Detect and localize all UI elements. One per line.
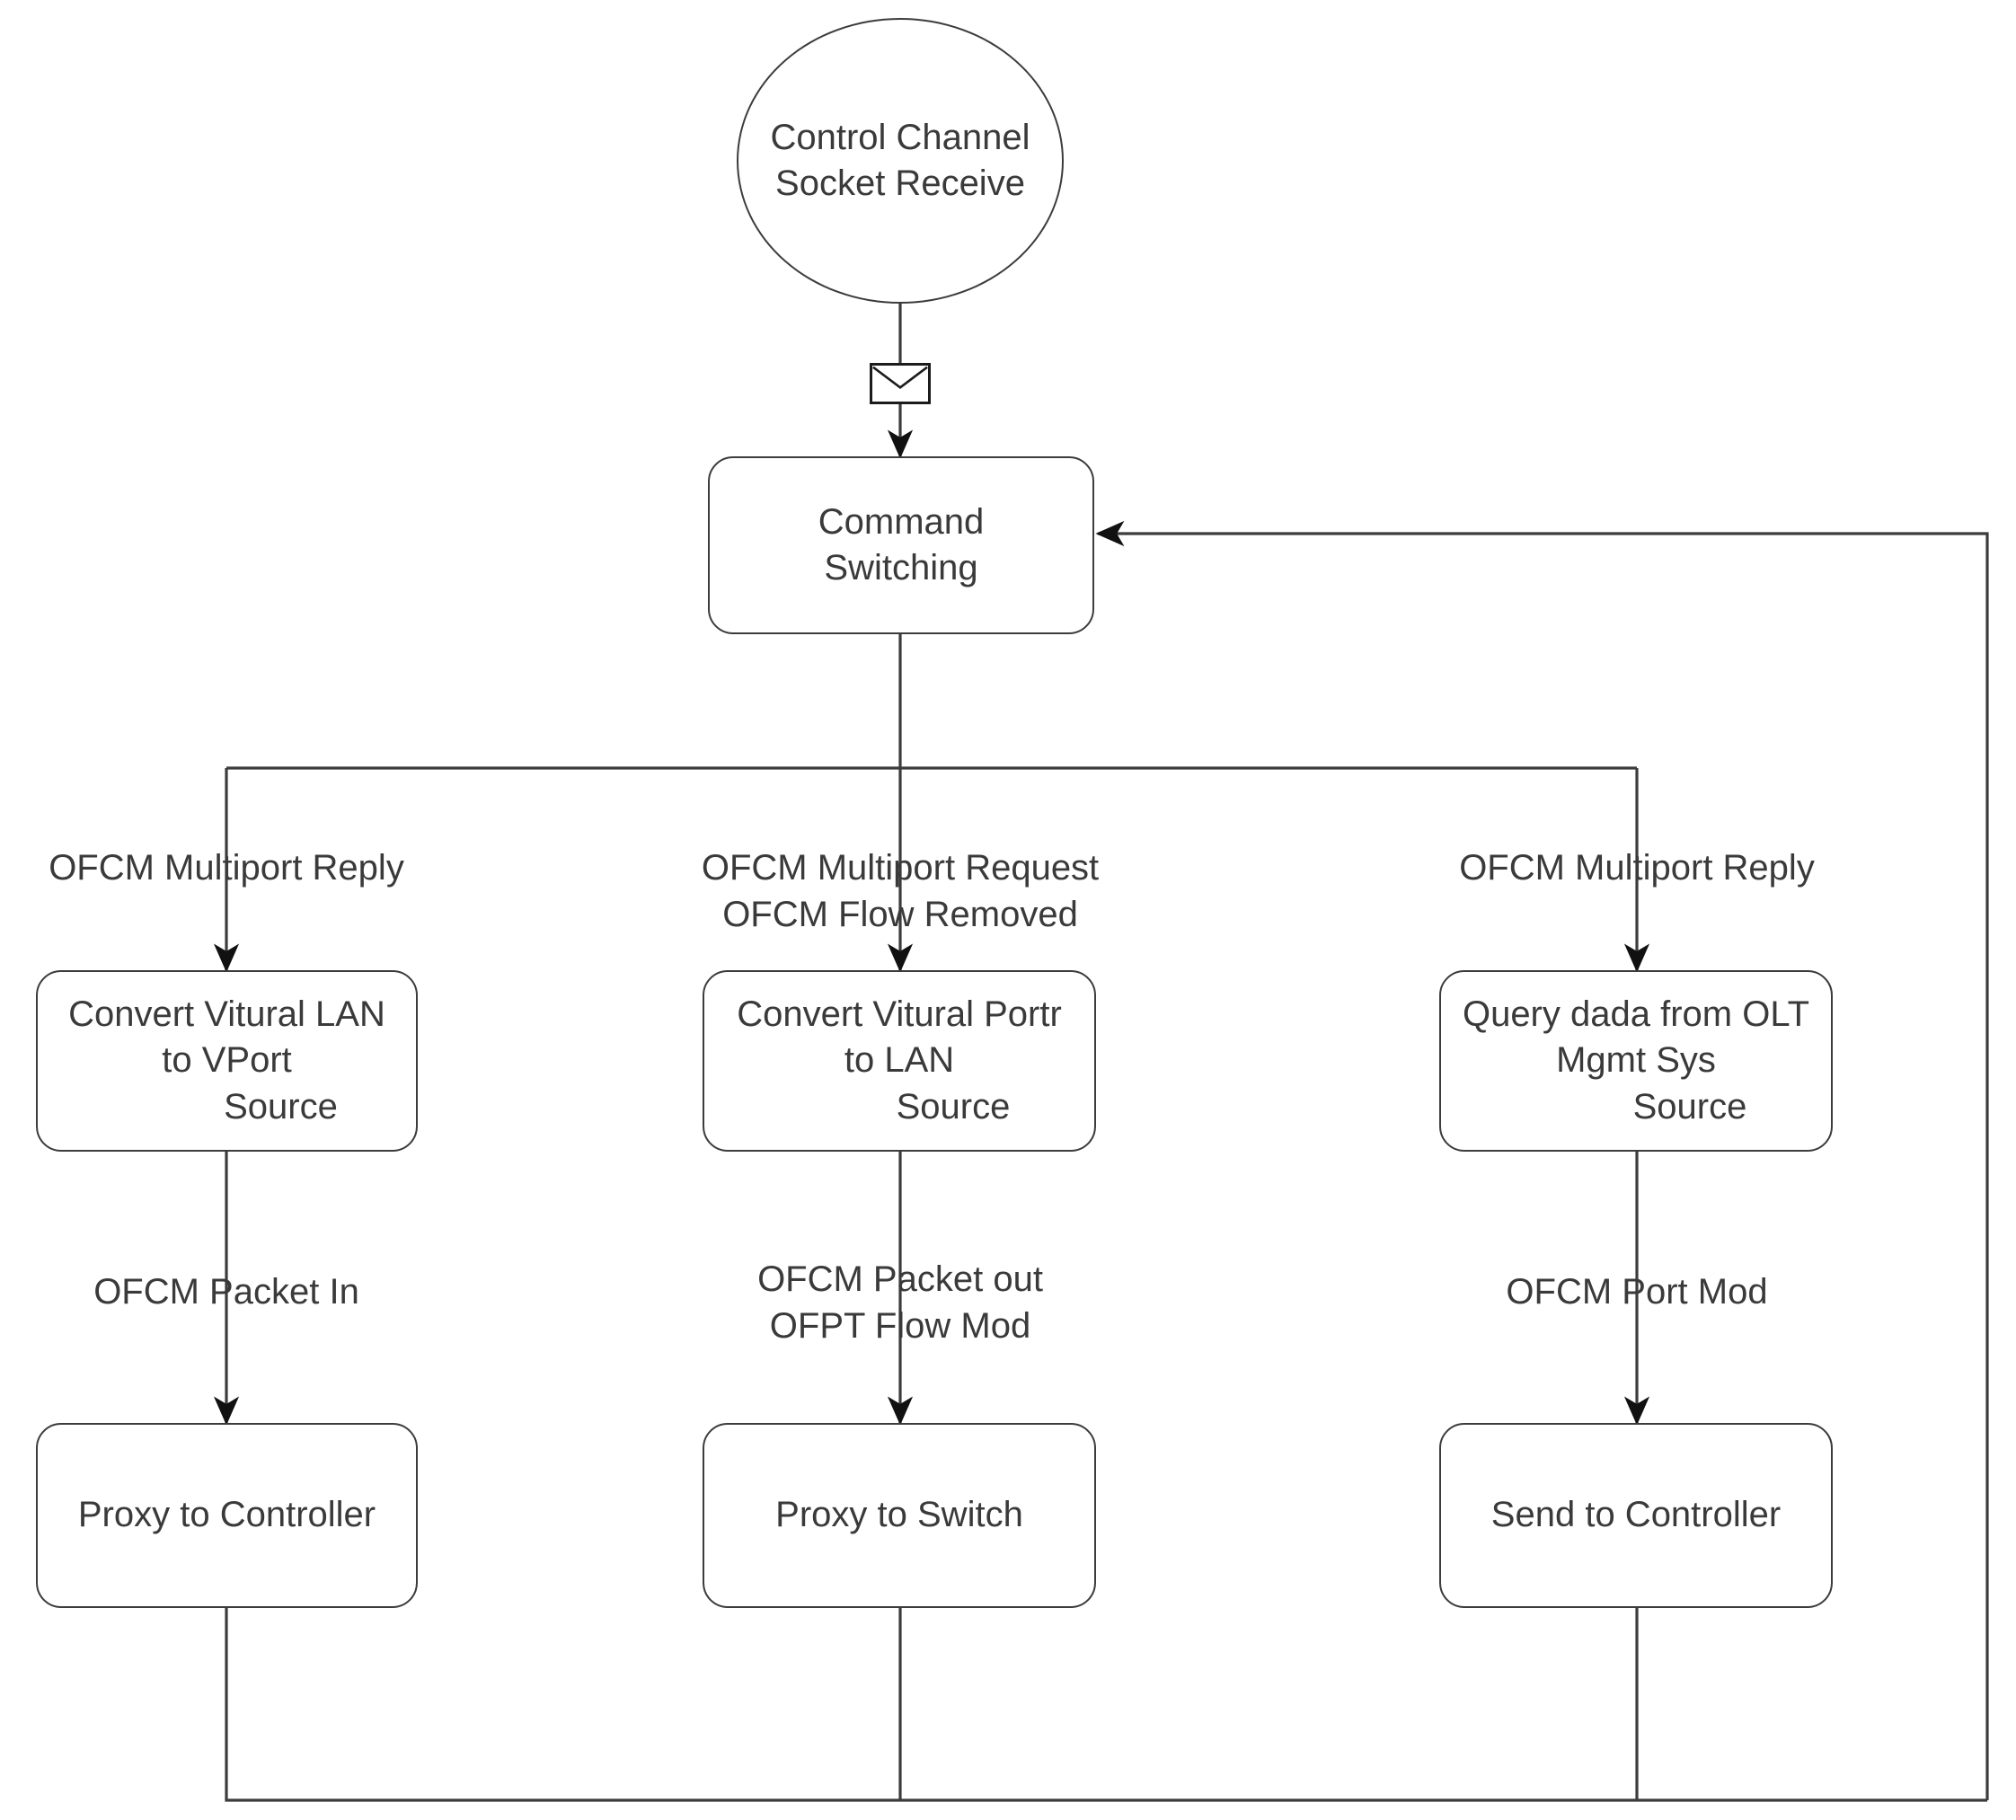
node-command-switching[interactable]: Command Switching	[708, 456, 1094, 634]
edge-label-left-second: OFCM Packet In	[2, 1268, 451, 1315]
node-label-line1: Proxy to Controller	[77, 1495, 376, 1535]
edge-label-line1: OFCM Packet In	[93, 1272, 359, 1312]
node-label-line1: Control Channel	[770, 117, 1030, 157]
node-label-line1: Convert Vitural Portr	[737, 994, 1062, 1035]
node-label-line2: Socket Receive	[775, 163, 1025, 203]
edge-label-middle-branch: OFCM Multiport Request OFCM Flow Removed	[676, 844, 1125, 938]
edge-label-line1: OFCM Port Mod	[1506, 1272, 1768, 1312]
node-convert-vitural-lan-to-vport[interactable]: Convert Vitural LAN to VPort Source	[36, 970, 418, 1152]
envelope-icon	[870, 363, 931, 404]
node-label-line1: Send to Controller	[1490, 1495, 1782, 1535]
node-label-line2: to VPort	[162, 1040, 292, 1081]
edge-label-line1: OFCM Multiport Request	[701, 848, 1100, 888]
node-proxy-to-controller[interactable]: Proxy to Controller	[36, 1423, 418, 1608]
edge-label-line1: OFCM Multiport Reply	[49, 848, 404, 888]
edge-label-right-second: OFCM Port Mod	[1412, 1268, 1861, 1315]
node-label-line1: Convert Vitural LAN	[68, 994, 385, 1035]
node-label-source: Source	[896, 1086, 1011, 1126]
edge-label-line1: OFCM Packet out	[757, 1259, 1043, 1299]
edge-feedback-to-command	[1095, 520, 1989, 1800]
edge-label-line2: OFCM Flow Removed	[722, 895, 1078, 934]
node-label-line1: Proxy to Switch	[775, 1495, 1023, 1535]
node-control-channel-socket-receive[interactable]: Control Channel Socket Receive	[737, 18, 1064, 304]
edge-label-line1: OFCM Multiport Reply	[1459, 848, 1815, 888]
edge-label-middle-second: OFCM Packet out OFPT Flow Mod	[676, 1256, 1125, 1349]
node-label-line1: Query dada from OLT	[1462, 994, 1810, 1035]
node-label-source: Source	[224, 1086, 338, 1126]
edge-label-right-branch: OFCM Multiport Reply	[1412, 844, 1861, 891]
edge-left-return-rail	[225, 1608, 900, 1802]
edge-label-left-branch: OFCM Multiport Reply	[0, 844, 453, 891]
node-convert-vitural-portr-to-lan[interactable]: Convert Vitural Portr to LAN Source	[703, 970, 1096, 1152]
node-label-line1: Command	[818, 501, 985, 542]
node-send-to-controller[interactable]: Send to Controller	[1439, 1423, 1833, 1608]
node-query-dada-from-olt-mgmt-sys[interactable]: Query dada from OLT Mgmt Sys Source	[1439, 970, 1833, 1152]
node-label-line2: to LAN	[844, 1040, 955, 1081]
node-label-source: Source	[1632, 1086, 1747, 1126]
edge-label-line2: OFPT Flow Mod	[769, 1306, 1031, 1346]
node-label-line2: Mgmt Sys	[1556, 1040, 1716, 1081]
node-proxy-to-switch[interactable]: Proxy to Switch	[703, 1423, 1096, 1608]
node-label-line2: Switching	[824, 548, 978, 588]
